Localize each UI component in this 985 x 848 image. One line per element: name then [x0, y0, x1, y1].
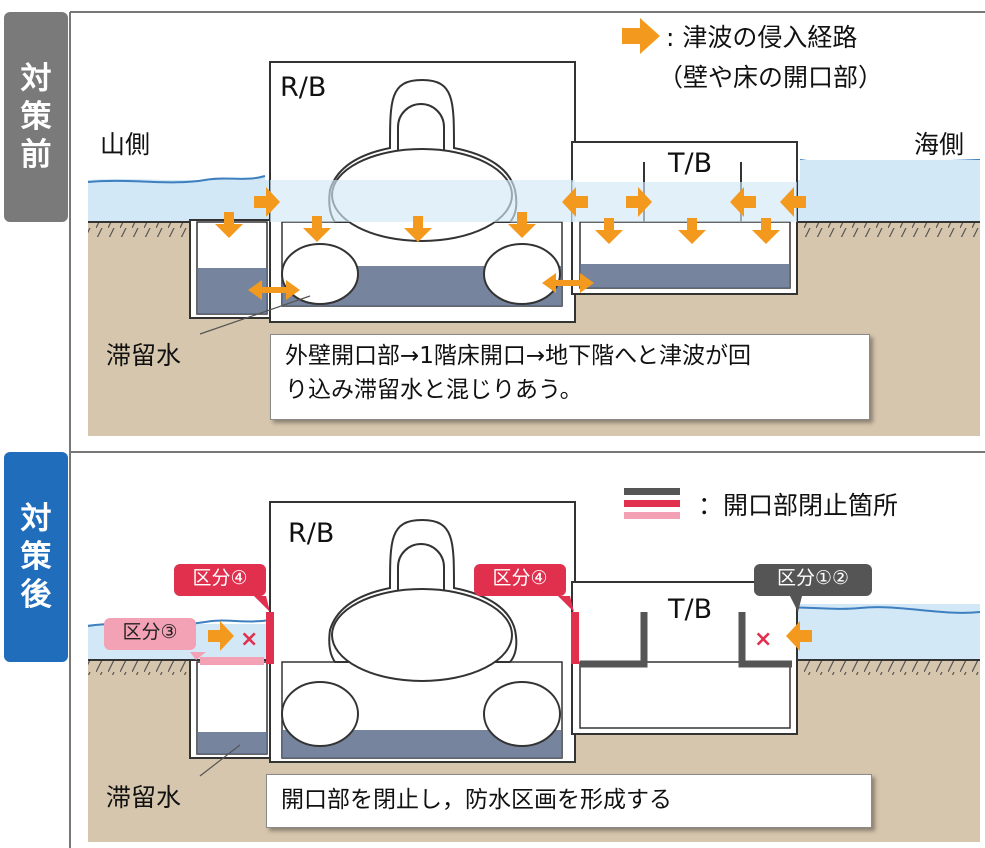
stagnant-water-label-after: 滞留水 — [106, 783, 182, 812]
note-before-line-1: 外壁開口部→1階床開口→地下階へと津波が回 — [285, 343, 752, 369]
sea-side-label: 海側 — [914, 130, 965, 159]
mountain-side-label: 山側 — [100, 130, 151, 159]
legend-tsunami-route-sub: （壁や床の開口部） — [658, 63, 884, 92]
tab-after-char-1: 対 — [20, 501, 52, 537]
note-before-line-2: り込み滞留水と混じりあう。 — [285, 377, 583, 403]
tab-after: 対 策 後 — [4, 452, 68, 662]
seal-tb-left — [580, 612, 648, 668]
seal-rb-right — [571, 612, 579, 664]
tb-label-after: T/B — [668, 594, 713, 625]
seal-tb-right — [738, 612, 792, 668]
callout-zone4-left: 区分④ — [174, 564, 266, 596]
legend-tsunami-route: : 津波の侵入経路 — [666, 23, 858, 52]
stagnant-water-label-before: 滞留水 — [106, 341, 182, 370]
tab-before-char-1: 対 — [20, 61, 52, 97]
tab-before-char-3: 前 — [20, 137, 52, 173]
tb-label-before: T/B — [668, 148, 713, 179]
tab-after-char-3: 後 — [20, 577, 52, 613]
panel-before-scene — [87, 18, 981, 436]
seal-rb-left — [266, 612, 274, 664]
note-before: 外壁開口部→1階床開口→地下階へと津波が回 り込み滞留水と混じりあう。 — [270, 334, 870, 420]
svg-text:×: × — [240, 627, 258, 652]
tab-after-char-2: 策 — [20, 539, 52, 575]
panel-after-scene: × × — [87, 488, 981, 842]
seal-trench — [200, 657, 264, 665]
callout-zone4-right: 区分④ — [474, 564, 566, 596]
rb-label-before: R/B — [280, 72, 327, 103]
tab-before-char-2: 策 — [20, 99, 52, 135]
callout-zone3: 区分③ — [104, 618, 196, 650]
rb-label-after: R/B — [288, 518, 335, 549]
svg-text:×: × — [754, 627, 772, 652]
tab-before: 対 策 前 — [4, 12, 68, 222]
legend-seal: ：開口部閉止箇所 — [698, 491, 899, 520]
note-after: 開口部を閉止し，防水区画を形成する — [266, 774, 872, 828]
callout-zone12: 区分①② — [754, 564, 872, 596]
